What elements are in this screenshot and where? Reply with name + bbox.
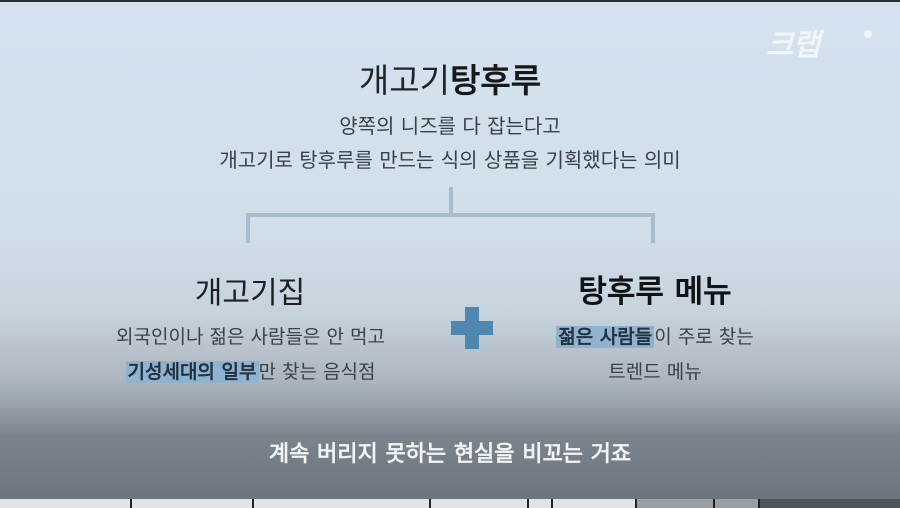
main-title-bold: 탕후루	[450, 61, 542, 100]
main-desc-line1: 양쪽의 니즈를 다 잡는다고	[339, 114, 561, 138]
bracket-right-leg	[651, 213, 655, 243]
right-desc-rest: 이 주로 찾는	[654, 326, 754, 348]
main-desc-line2: 개고기로 탕후루를 만드는 식의 상품을 기획했다는 의미	[219, 148, 681, 172]
top-edge-bar	[0, 0, 900, 2]
channel-logo: 크랩	[766, 28, 820, 63]
bracket-bar	[246, 213, 655, 217]
left-desc-line1: 외국인이나 젊은 사람들은 안 먹고	[116, 326, 385, 348]
left-highlight: 기성세대의 일부	[125, 361, 259, 383]
logo-dot-icon	[864, 30, 872, 38]
left-desc-rest: 만 찾는 음식점	[258, 361, 376, 383]
main-title-normal: 개고기	[358, 61, 450, 100]
right-highlight: 젊은 사람들	[556, 326, 655, 348]
bracket-stem	[449, 187, 453, 215]
bottom-strip	[0, 499, 900, 508]
subtitle-caption: 계속 버리지 못하는 현실을 비꼬는 거죠	[268, 442, 632, 467]
main-title: 개고기탕후루	[0, 54, 900, 102]
bracket-left-leg	[246, 213, 250, 243]
plus-icon	[451, 307, 493, 349]
left-title: 개고기집	[194, 276, 306, 311]
right-title: 탕후루 메뉴	[578, 274, 732, 310]
right-desc-line2: 트렌드 메뉴	[608, 361, 702, 383]
